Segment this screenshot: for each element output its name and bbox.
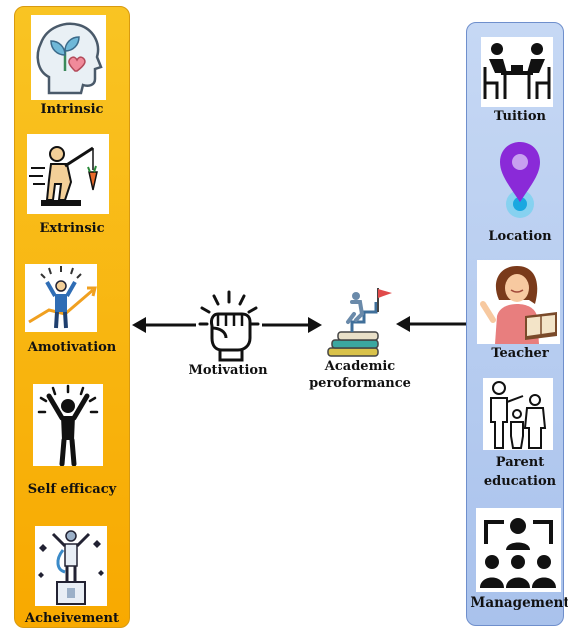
arrow-right-panel-to-academic xyxy=(396,316,466,332)
performance-label: peroformance xyxy=(309,376,411,391)
tuition-study-table-icon xyxy=(481,37,553,107)
parent-education-label: Parent education xyxy=(466,453,568,491)
motivation-fist-icon xyxy=(196,288,262,362)
education-label: education xyxy=(483,474,557,489)
academic-books-stairs-icon xyxy=(322,286,398,362)
intrinsic-label: Intrinsic xyxy=(40,102,104,117)
achievement-label: Acheivement xyxy=(25,611,119,626)
teacher-woman-book-icon xyxy=(477,260,560,344)
extrinsic-label: Extrinsic xyxy=(39,221,105,236)
arrow-motivation-to-academic xyxy=(262,317,322,333)
management-team-icon xyxy=(476,508,561,592)
teacher-label: Teacher xyxy=(491,346,549,361)
amotivation-label: Amotivation xyxy=(27,340,117,355)
intrinsic-head-plant-icon xyxy=(31,15,106,100)
academic-performance-label: Academic peroformance xyxy=(296,358,424,392)
location-pin-icon xyxy=(494,140,546,228)
self-efficacy-label: Self efficacy xyxy=(27,482,117,497)
self-efficacy-cheering-person-icon xyxy=(33,384,103,466)
extrinsic-carrot-stick-icon xyxy=(27,134,109,214)
academic-label: Academic xyxy=(324,359,396,374)
parent-label: Parent xyxy=(495,455,545,470)
management-label: Management xyxy=(470,595,568,611)
achievement-podium-person-icon xyxy=(35,526,107,606)
arrow-motivation-to-left-panel xyxy=(132,317,196,333)
location-label: Location xyxy=(488,229,552,244)
parent-education-family-icon xyxy=(483,378,553,450)
motivation-label: Motivation xyxy=(188,363,268,378)
amotivation-person-rising-icon xyxy=(25,264,97,332)
tuition-label: Tuition xyxy=(494,109,546,124)
